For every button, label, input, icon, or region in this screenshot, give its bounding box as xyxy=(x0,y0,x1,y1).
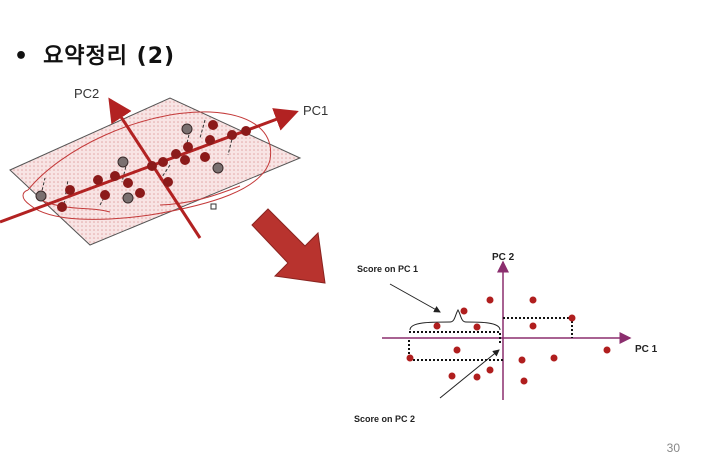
data-point xyxy=(200,152,210,162)
annotation-arrow-pc1 xyxy=(389,283,441,313)
annotation-arrow-pc2 xyxy=(439,349,500,399)
score-point xyxy=(529,296,537,304)
score-point xyxy=(518,356,526,364)
data-point xyxy=(135,188,145,198)
data-point xyxy=(183,142,193,152)
pc1-label-left: PC1 xyxy=(303,103,328,118)
right-pca-figure: PC 2 PC 1 Score on PC 1 Score on PC 2 xyxy=(354,252,658,424)
left-data-points xyxy=(35,120,251,212)
score-pc1-annotation: Score on PC 1 xyxy=(357,264,418,274)
score-point xyxy=(433,322,441,330)
score-point xyxy=(550,354,558,362)
title-text: 요약정리 (2) xyxy=(43,44,176,69)
pc1-label-right: PC 1 xyxy=(635,344,658,355)
data-point xyxy=(65,185,75,195)
data-point xyxy=(147,161,157,171)
data-point xyxy=(163,177,173,187)
data-point xyxy=(158,157,168,167)
pc2-label-left: PC2 xyxy=(74,86,99,101)
data-point xyxy=(110,171,120,181)
score-point xyxy=(520,377,528,385)
data-point xyxy=(171,149,181,159)
score-point xyxy=(406,354,414,362)
score-point xyxy=(603,346,611,354)
score-point xyxy=(486,296,494,304)
data-point xyxy=(205,135,215,145)
page-number: 30 xyxy=(666,441,680,455)
score-brace xyxy=(409,309,501,331)
transition-arrow xyxy=(251,208,326,284)
title-bullet: • xyxy=(14,44,30,69)
data-point xyxy=(35,190,47,202)
data-point xyxy=(180,155,190,165)
score-point xyxy=(473,373,481,381)
score-point xyxy=(448,372,456,380)
score-point xyxy=(568,314,576,322)
score-pc2-annotation: Score on PC 2 xyxy=(354,414,415,424)
small-square-marker xyxy=(210,203,217,210)
score-point xyxy=(486,366,494,374)
data-point xyxy=(181,123,193,135)
slide-title: • 요약정리 (2) xyxy=(14,38,175,70)
right-data-points xyxy=(406,296,611,385)
pc2-label-right: PC 2 xyxy=(492,252,515,263)
hand-drawn-outline xyxy=(22,111,272,220)
data-point xyxy=(117,156,129,168)
data-point xyxy=(122,192,134,204)
data-point xyxy=(208,120,218,130)
data-point xyxy=(100,190,110,200)
left-pca-figure: PC2 PC1 xyxy=(0,86,328,246)
data-point xyxy=(93,175,103,185)
data-point xyxy=(212,162,224,174)
data-point xyxy=(241,126,251,136)
score-point xyxy=(453,346,461,354)
data-point xyxy=(57,202,67,212)
score-guides xyxy=(408,317,573,361)
data-point xyxy=(227,130,237,140)
score-point xyxy=(460,307,468,315)
data-point xyxy=(123,178,133,188)
score-point xyxy=(473,323,481,331)
score-point xyxy=(529,322,537,330)
